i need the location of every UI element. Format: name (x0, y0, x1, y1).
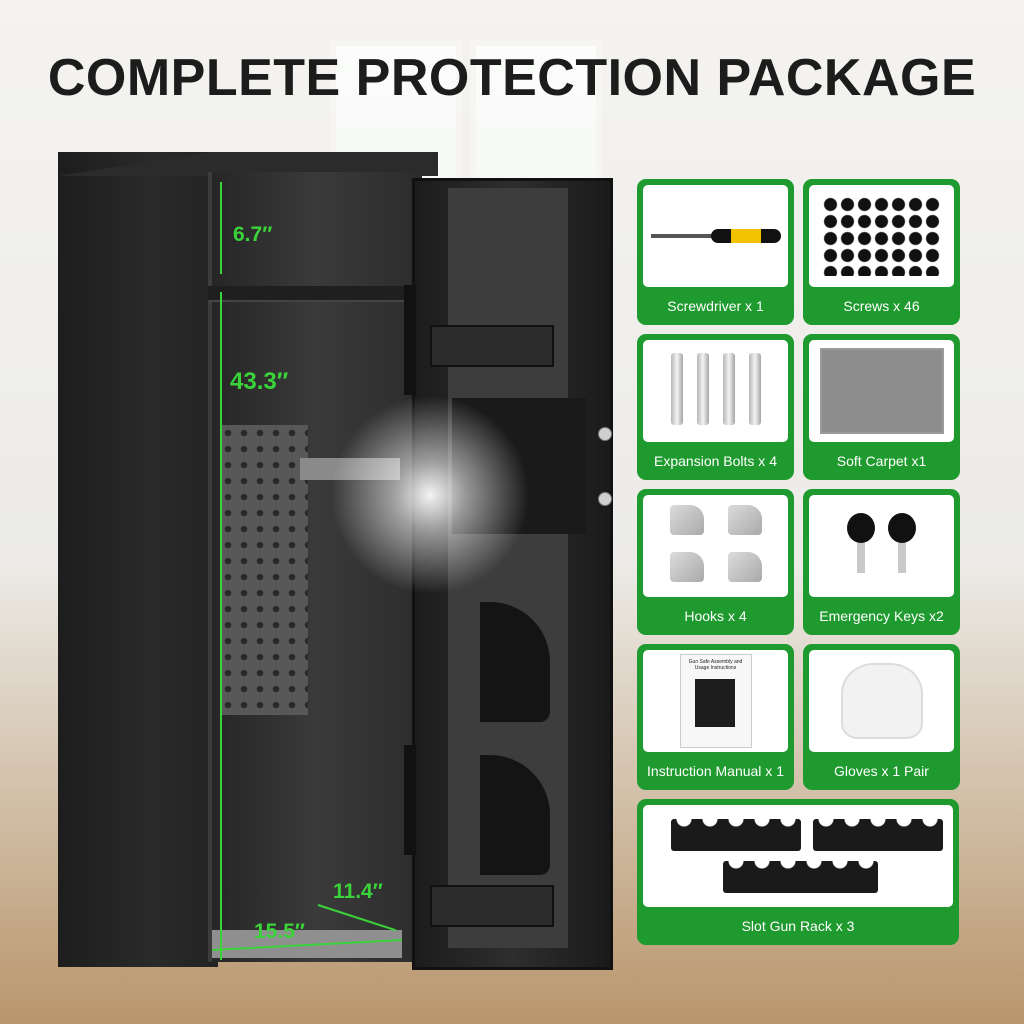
screwdriver-icon (650, 229, 781, 243)
dimension-width: 15.5″ (254, 920, 305, 943)
item-label: Screws x 46 (843, 298, 920, 314)
safe-shelf (208, 286, 408, 302)
item-card-slot-gun-rack: Slot Gun Rack x 3 (637, 799, 959, 945)
item-label: Screwdriver x 1 (667, 298, 764, 314)
hooks-icon (656, 499, 776, 593)
dimension-top-height: 6.7″ (233, 223, 273, 246)
item-label: Gloves x 1 Pair (834, 763, 929, 779)
gun-rack-icon (643, 805, 953, 907)
gloves-icon (840, 663, 923, 739)
safe-body (58, 152, 218, 967)
door-rack-top (430, 325, 554, 367)
interior-light-glow (330, 395, 530, 595)
dimension-depth: 11.4″ (333, 880, 383, 903)
screws-icon (821, 196, 942, 276)
item-label: Soft Carpet x1 (836, 453, 927, 469)
item-label: Expansion Bolts x 4 (654, 453, 777, 469)
door-hinge (404, 745, 416, 855)
item-card-screws: Screws x 46 (803, 179, 960, 325)
dimension-main-height: 43.3″ (230, 368, 289, 395)
item-card-hooks: Hooks x 4 (637, 489, 794, 635)
page-title: COMPLETE PROTECTION PACKAGE (47, 49, 977, 107)
manual-cover-title: Gun Safe Assembly and Usage Instructions (688, 659, 743, 671)
carpet-icon (819, 348, 944, 434)
dimension-line-top (220, 182, 222, 274)
door-knob (598, 427, 612, 441)
item-card-screwdriver: Screwdriver x 1 (637, 179, 794, 325)
keys-icon (843, 512, 919, 580)
item-label: Instruction Manual x 1 (647, 763, 784, 779)
pegboard (220, 425, 308, 715)
expansion-bolts-icon (664, 352, 768, 430)
item-card-gloves: Gloves x 1 Pair (803, 644, 960, 790)
item-card-expansion-bolts: Expansion Bolts x 4 (637, 334, 794, 480)
item-label: Emergency Keys x2 (819, 608, 944, 624)
dimension-line-main (220, 292, 222, 960)
manual-icon: Gun Safe Assembly and Usage Instructions (679, 654, 752, 748)
item-card-emergency-keys: Emergency Keys x2 (803, 489, 960, 635)
door-rack-bottom (430, 885, 554, 927)
item-label: Slot Gun Rack x 3 (741, 918, 855, 934)
item-card-soft-carpet: Soft Carpet x1 (803, 334, 960, 480)
item-label: Hooks x 4 (684, 608, 747, 624)
door-hinge (404, 285, 416, 395)
door-knob (598, 492, 612, 506)
item-card-instruction-manual: Gun Safe Assembly and Usage Instructions… (637, 644, 794, 790)
